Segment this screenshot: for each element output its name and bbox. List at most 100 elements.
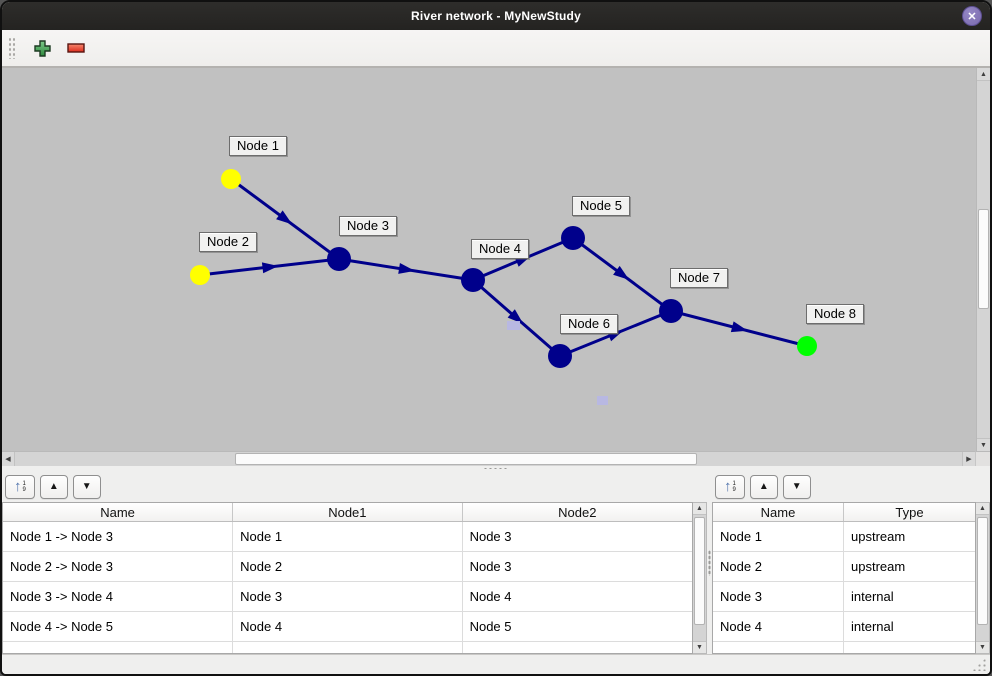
canvas-hscroll-track[interactable] xyxy=(15,452,962,466)
titlebar[interactable]: River network - MyNewStudy ✕ xyxy=(2,2,990,30)
table-cell: Node 1 -> Node 3 xyxy=(3,522,234,551)
node-label[interactable]: Node 4 xyxy=(471,239,529,259)
branches-scroll-track[interactable] xyxy=(693,515,706,641)
close-button[interactable]: ✕ xyxy=(962,6,982,26)
canvas-horizontal-scrollbar[interactable]: ◀ ▶ xyxy=(2,451,975,466)
main-toolbar xyxy=(2,30,990,68)
table-cell xyxy=(713,642,844,653)
node-label[interactable]: Node 7 xyxy=(670,268,728,288)
column-header-type[interactable]: Type xyxy=(895,504,924,520)
down-triangle-icon: ▼ xyxy=(791,480,802,492)
node-label[interactable]: Node 2 xyxy=(199,232,257,252)
table-cell: Node 4 xyxy=(469,589,512,604)
graph-node[interactable] xyxy=(190,265,210,285)
scroll-right-arrow-icon[interactable]: ▶ xyxy=(962,452,975,466)
branch-edge[interactable] xyxy=(670,309,808,348)
canvas-vertical-scrollbar[interactable]: ▲ ▼ xyxy=(976,68,990,451)
scroll-up-arrow-icon[interactable]: ▲ xyxy=(977,68,990,81)
table-cell: Node 4 xyxy=(713,612,844,641)
column-header-name[interactable]: Name xyxy=(713,503,844,521)
graph-node[interactable] xyxy=(659,299,683,323)
table-cell xyxy=(463,642,692,653)
minus-icon xyxy=(67,43,85,53)
table-cell: Node 5 xyxy=(469,619,512,634)
node-label[interactable]: Node 3 xyxy=(339,216,397,236)
scroll-left-arrow-icon[interactable]: ◀ xyxy=(2,452,15,466)
node-label[interactable]: Node 1 xyxy=(229,136,287,156)
table-cell: Node 2 -> Node 3 xyxy=(3,552,234,581)
graph-node[interactable] xyxy=(327,247,351,271)
table-cell: internal xyxy=(851,619,894,634)
scroll-down-arrow-icon[interactable]: ▼ xyxy=(693,641,706,653)
table-cell: Node 3 xyxy=(233,582,463,611)
scroll-up-arrow-icon[interactable]: ▲ xyxy=(976,503,989,515)
canvas-hscroll-thumb[interactable] xyxy=(235,453,697,465)
toolbar-drag-handle[interactable] xyxy=(8,37,15,59)
down-triangle-icon: ▼ xyxy=(81,480,92,492)
table-row[interactable]: Node 4 internal xyxy=(713,612,975,642)
panes-splitter[interactable] xyxy=(707,471,712,654)
splitter-grip-icon xyxy=(708,549,711,576)
graph-node[interactable] xyxy=(461,268,485,292)
canvas-table-splitter[interactable] xyxy=(2,466,990,471)
branch-edge[interactable] xyxy=(199,257,340,277)
column-header-node1[interactable]: Node1 xyxy=(233,503,463,521)
table-row-partial xyxy=(713,642,975,653)
table-cell: upstream xyxy=(851,559,906,574)
column-header-node2[interactable]: Node2 xyxy=(558,504,597,520)
river-network-canvas[interactable]: Node 1 Node 2 Node 3 Node 4 Node 5 Node 6 Node… xyxy=(2,68,976,451)
table-cell: Node 1 xyxy=(233,522,463,551)
node-label[interactable]: Node 6 xyxy=(560,314,618,334)
table-cell: Node 3 xyxy=(469,529,512,544)
canvas-vscroll-track[interactable] xyxy=(977,81,990,438)
branches-table-scrollbar[interactable]: ▲ ▼ xyxy=(693,502,707,654)
branches-scroll-thumb[interactable] xyxy=(694,517,705,625)
canvas-vscroll-thumb[interactable] xyxy=(978,209,989,309)
river-network-graph xyxy=(190,169,817,368)
branch-edge[interactable] xyxy=(572,236,672,313)
graph-node[interactable] xyxy=(548,344,572,368)
scroll-down-arrow-icon[interactable]: ▼ xyxy=(976,641,989,653)
resize-grip[interactable] xyxy=(972,658,986,671)
close-icon: ✕ xyxy=(967,10,977,23)
nodes-move-down-button[interactable]: ▼ xyxy=(782,474,811,499)
node-label[interactable]: Node 5 xyxy=(572,196,630,216)
graph-node[interactable] xyxy=(561,226,585,250)
up-triangle-icon: ▲ xyxy=(48,480,59,492)
table-cell: internal xyxy=(851,589,894,604)
table-cell: Node 4 -> Node 5 xyxy=(3,612,234,641)
scroll-down-arrow-icon[interactable]: ▼ xyxy=(977,438,990,451)
remove-node-button[interactable] xyxy=(65,37,87,59)
nodes-scroll-thumb[interactable] xyxy=(977,517,988,625)
branches-move-up-button[interactable]: ▲ xyxy=(39,474,68,499)
nodes-scroll-track[interactable] xyxy=(976,515,989,641)
node-label[interactable]: Node 8 xyxy=(806,304,864,324)
table-cell xyxy=(3,642,234,653)
nodes-move-up-button[interactable]: ▲ xyxy=(749,474,778,499)
branch-edge[interactable] xyxy=(230,177,340,261)
branch-edge[interactable] xyxy=(472,278,561,358)
branch-edge[interactable] xyxy=(338,257,474,282)
column-header-name[interactable]: Name xyxy=(3,503,234,521)
graph-node[interactable] xyxy=(797,336,817,356)
graph-node[interactable] xyxy=(221,169,241,189)
nodes-table-scrollbar[interactable]: ▲ ▼ xyxy=(976,502,990,654)
add-node-button[interactable] xyxy=(31,37,53,59)
scroll-up-arrow-icon[interactable]: ▲ xyxy=(693,503,706,515)
branches-move-down-button[interactable]: ▼ xyxy=(72,474,101,499)
